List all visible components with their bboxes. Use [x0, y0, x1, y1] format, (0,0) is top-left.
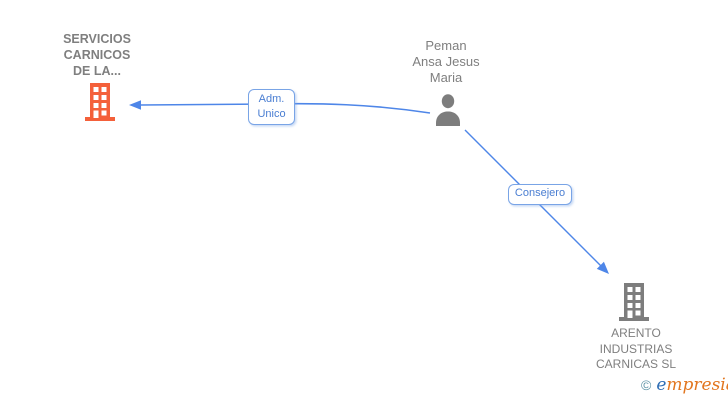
edge-arrowhead-adm-unico — [129, 100, 141, 110]
node-label-servicios-carnicos[interactable]: SERVICIOS CARNICOS DE LA... — [63, 32, 131, 78]
copyright-icon: © — [641, 377, 652, 393]
edge-arrowhead-consejero — [596, 261, 609, 274]
building-icon[interactable] — [618, 282, 650, 322]
empresia-watermark: © empresia — [641, 374, 728, 396]
building-icon[interactable] — [84, 82, 116, 122]
person-icon[interactable] — [433, 94, 463, 126]
empresia-logo-rest: mpresia — [666, 375, 728, 395]
node-label-arento-industrias[interactable]: ARENTO INDUSTRIAS CARNICAS SL — [595, 326, 677, 371]
relation-label-adm-unico: Adm. Unico — [248, 89, 295, 125]
relation-label-consejero: Consejero — [508, 184, 572, 205]
empresia-logo-e: e — [656, 375, 667, 395]
empresia-logo: empresia — [656, 374, 728, 396]
node-label-peman-ansa-jesus-maria[interactable]: Peman Ansa Jesus Maria — [412, 38, 480, 85]
